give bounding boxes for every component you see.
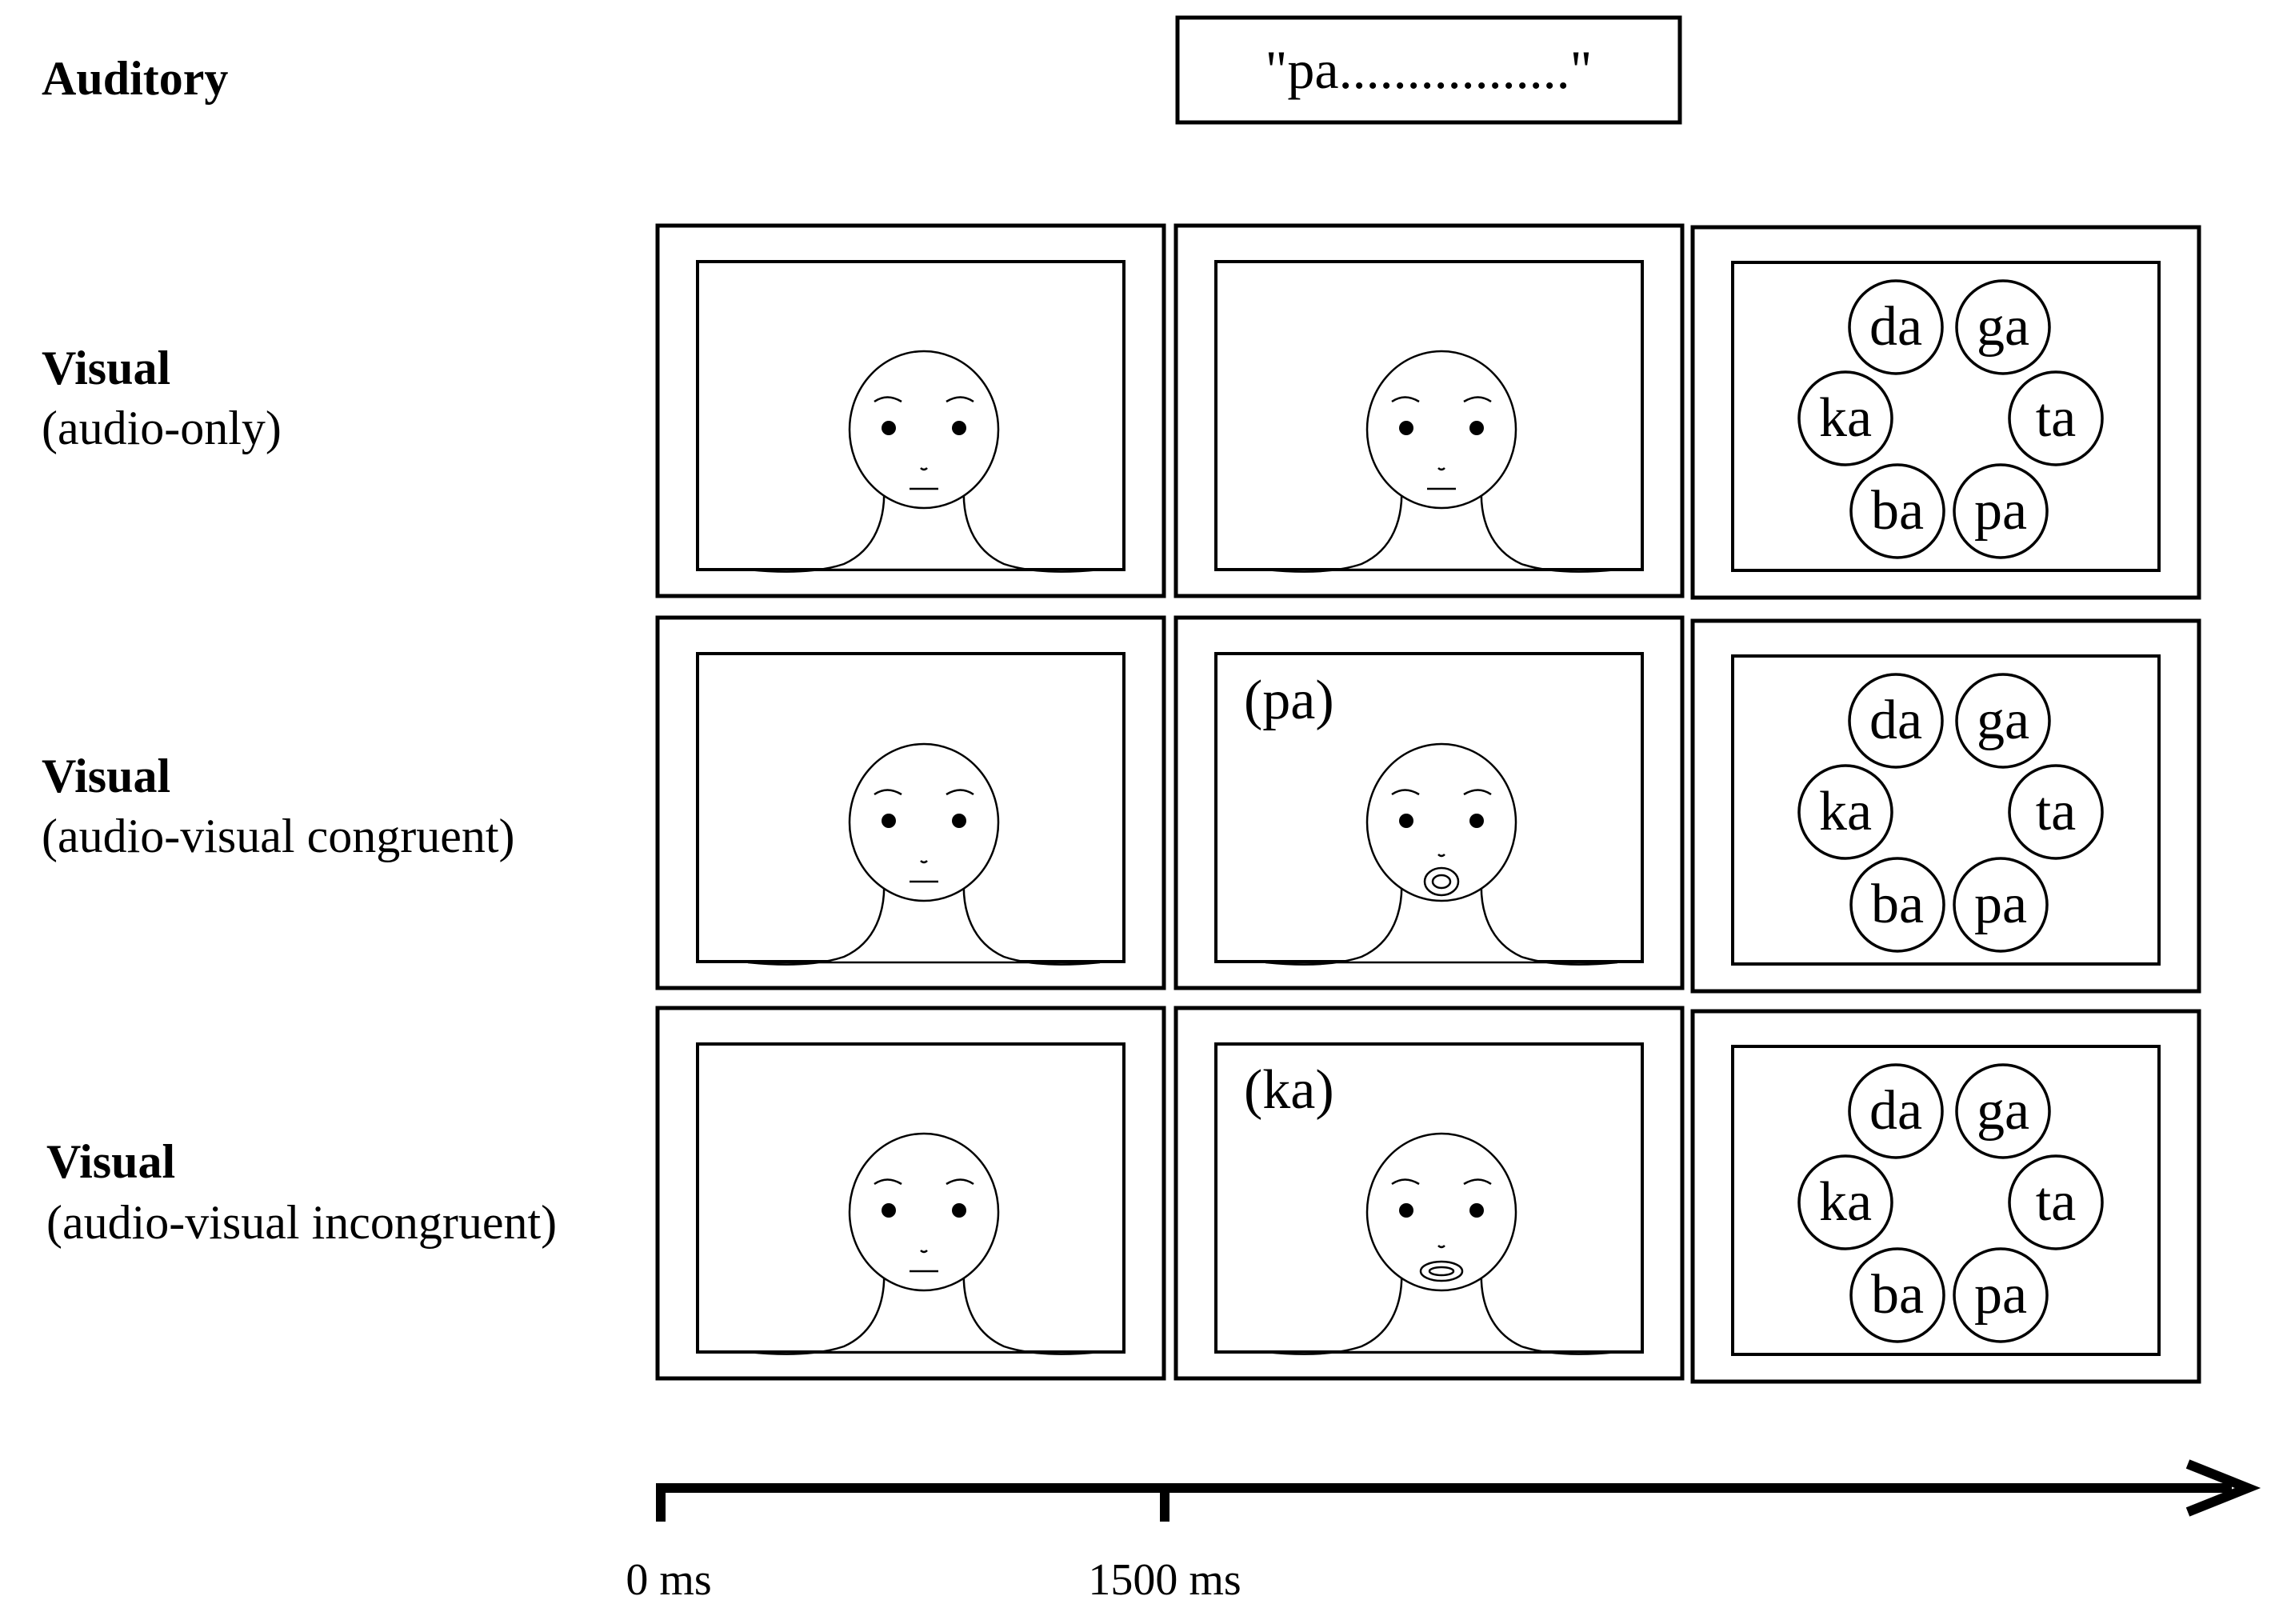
svg-text:ga: ga bbox=[1977, 1080, 2029, 1142]
svg-text:ba: ba bbox=[1871, 1264, 1924, 1326]
svg-text:ba: ba bbox=[1871, 874, 1924, 935]
option-ka: ka bbox=[1797, 764, 1893, 860]
timeline: 0 ms 1500 ms bbox=[626, 1459, 2261, 1605]
row-title: Visual bbox=[42, 342, 170, 394]
svg-text:ka: ka bbox=[1819, 781, 1872, 842]
auditory-row: Auditory "pa................." bbox=[42, 15, 1682, 125]
svg-text:da: da bbox=[1869, 296, 1922, 358]
svg-text:pa: pa bbox=[1974, 1264, 2027, 1326]
option-da: da bbox=[1848, 673, 1944, 769]
mouth-label: (pa) bbox=[1244, 670, 1334, 731]
option-ba: ba bbox=[1849, 463, 1945, 559]
row-incongruent: Visual (audio-visual incongruent) (ka) bbox=[46, 1006, 2201, 1384]
option-da: da bbox=[1848, 1063, 1944, 1159]
frame-stimulus: (ka) bbox=[1173, 1006, 1685, 1381]
row-congruent: Visual (audio-visual congruent) (pa) bbox=[42, 615, 2201, 994]
option-ka: ka bbox=[1797, 1154, 1893, 1250]
face-neutral bbox=[747, 742, 1101, 966]
face-neutral bbox=[747, 350, 1101, 573]
face-speaking-pa bbox=[1265, 742, 1618, 966]
svg-text:pa: pa bbox=[1974, 874, 2027, 935]
svg-text:ta: ta bbox=[2036, 1171, 2077, 1233]
svg-text:da: da bbox=[1869, 690, 1922, 751]
frame-fixation bbox=[655, 1006, 1166, 1381]
row-subtitle: (audio-visual congruent) bbox=[42, 810, 514, 862]
tick-label-0: 0 ms bbox=[626, 1555, 711, 1605]
mouth-open-round bbox=[1423, 866, 1460, 897]
face-speaking-ka bbox=[1265, 1132, 1618, 1355]
option-ta: ta bbox=[2008, 370, 2104, 466]
svg-text:ta: ta bbox=[2036, 781, 2077, 842]
mouth-label: (ka) bbox=[1244, 1059, 1334, 1121]
frame-response: da ga ka ta ba pa bbox=[1690, 1009, 2201, 1384]
row-subtitle: (audio-only) bbox=[42, 402, 282, 454]
frame-fixation bbox=[655, 223, 1166, 598]
auditory-stimulus-text: "pa................." bbox=[1265, 39, 1593, 100]
svg-text:da: da bbox=[1869, 1080, 1922, 1142]
frame-stimulus bbox=[1173, 223, 1685, 598]
response-options: da ga ka ta ba pa bbox=[1797, 1063, 2104, 1343]
svg-text:ba: ba bbox=[1871, 480, 1924, 542]
face-speaking bbox=[1265, 350, 1618, 573]
frame-response: da ga ka ta ba pa bbox=[1690, 618, 2201, 994]
option-ta: ta bbox=[2008, 1154, 2104, 1250]
frame-stimulus: (pa) bbox=[1173, 615, 1685, 990]
row-title: Visual bbox=[46, 1135, 175, 1188]
row-audio-only: Visual (audio-only) bbox=[42, 223, 2201, 600]
option-pa: pa bbox=[1953, 857, 2049, 953]
frame-response: da ga ka ta ba pa bbox=[1690, 225, 2201, 600]
svg-text:ka: ka bbox=[1819, 1171, 1872, 1233]
option-ba: ba bbox=[1849, 857, 1945, 953]
auditory-label: Auditory bbox=[42, 52, 228, 105]
tick-label-1500: 1500 ms bbox=[1088, 1555, 1241, 1605]
frame-fixation bbox=[655, 615, 1166, 990]
option-ga: ga bbox=[1955, 673, 2051, 769]
option-ba: ba bbox=[1849, 1247, 1945, 1343]
response-options: da ga ka ta ba pa bbox=[1797, 673, 2104, 953]
svg-text:ka: ka bbox=[1819, 387, 1872, 449]
face-neutral bbox=[747, 1132, 1101, 1355]
option-ka: ka bbox=[1797, 370, 1893, 466]
option-da: da bbox=[1848, 279, 1944, 375]
option-ga: ga bbox=[1955, 1063, 2051, 1159]
option-ta: ta bbox=[2008, 764, 2104, 860]
svg-text:ga: ga bbox=[1977, 690, 2029, 751]
svg-text:ta: ta bbox=[2036, 387, 2077, 449]
option-pa: pa bbox=[1953, 463, 2049, 559]
auditory-stimulus-box bbox=[1175, 15, 1682, 125]
mouth-open-wide bbox=[1419, 1260, 1464, 1282]
option-ga: ga bbox=[1955, 279, 2051, 375]
timeline-arrowhead bbox=[2185, 1459, 2261, 1517]
svg-text:pa: pa bbox=[1974, 480, 2027, 542]
row-subtitle: (audio-visual incongruent) bbox=[46, 1196, 557, 1249]
response-options: da ga ka ta ba pa bbox=[1797, 279, 2104, 559]
svg-text:ga: ga bbox=[1977, 296, 2029, 358]
option-pa: pa bbox=[1953, 1247, 2049, 1343]
row-title: Visual bbox=[42, 750, 170, 802]
